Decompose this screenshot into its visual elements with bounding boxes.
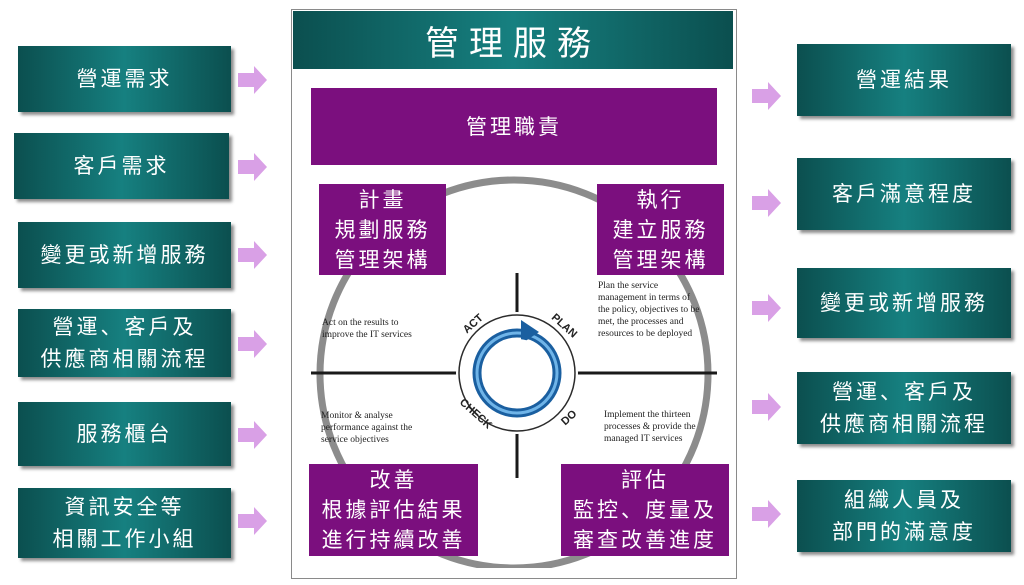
- output-box-staff-satisfaction: 組織人員及 部門的滿意度: [797, 480, 1011, 552]
- note-check: Monitor & analyse performance against th…: [321, 411, 413, 445]
- inner-ring-dark: [458, 314, 576, 432]
- output-box-customer-satisfaction: 客戶滿意程度: [797, 158, 1011, 230]
- cycle-arrow-icon: [521, 320, 539, 344]
- arrow-icon: [238, 66, 267, 94]
- input-box-service-change: 變更或新增服務: [18, 222, 231, 288]
- quadrant-do: 執行 建立服務 管理架構: [597, 184, 724, 275]
- arrow-icon: [238, 153, 267, 181]
- note-plan: Plan the service management in terms of …: [598, 281, 700, 339]
- quadrant-act: 改善 根據評估結果 進行持續改善: [309, 464, 478, 556]
- input-box-related-processes: 營運、客戶及 供應商相關流程: [18, 309, 231, 377]
- input-box-security-group: 資訊安全等 相關工作小組: [18, 488, 231, 558]
- arrow-icon: [238, 507, 267, 535]
- arrow-icon: [238, 241, 267, 269]
- pdca-diagram: [311, 176, 717, 568]
- arrow-icon: [752, 393, 781, 421]
- quadrant-plan: 計畫 規劃服務 管理架構: [319, 184, 446, 275]
- cycle-ring-highlight: [475, 331, 559, 415]
- arrow-icon: [238, 421, 267, 449]
- arrow-icon: [752, 189, 781, 217]
- input-box-operation-demand: 營運需求: [18, 46, 231, 112]
- input-box-customer-demand: 客戶需求: [14, 133, 229, 199]
- page-title: 管理服務: [293, 11, 733, 69]
- output-box-related-processes: 營運、客戶及 供應商相關流程: [797, 372, 1011, 444]
- note-act: Act on the results to improve the IT ser…: [322, 318, 412, 340]
- output-box-operation-result: 營運結果: [797, 44, 1011, 116]
- quadrant-check: 評估 監控、度量及 審查改善進度: [561, 464, 729, 556]
- arrow-icon: [752, 82, 781, 110]
- management-responsibility-box: 管理職責: [311, 88, 717, 165]
- input-box-service-desk: 服務櫃台: [18, 402, 231, 466]
- arrow-icon: [238, 330, 267, 358]
- arrow-icon: [752, 294, 781, 322]
- note-do: Implement the thirteen processes & provi…: [604, 410, 696, 444]
- cycle-center: [483, 339, 551, 407]
- arrow-icon: [752, 500, 781, 528]
- output-box-service-change: 變更或新增服務: [797, 268, 1011, 338]
